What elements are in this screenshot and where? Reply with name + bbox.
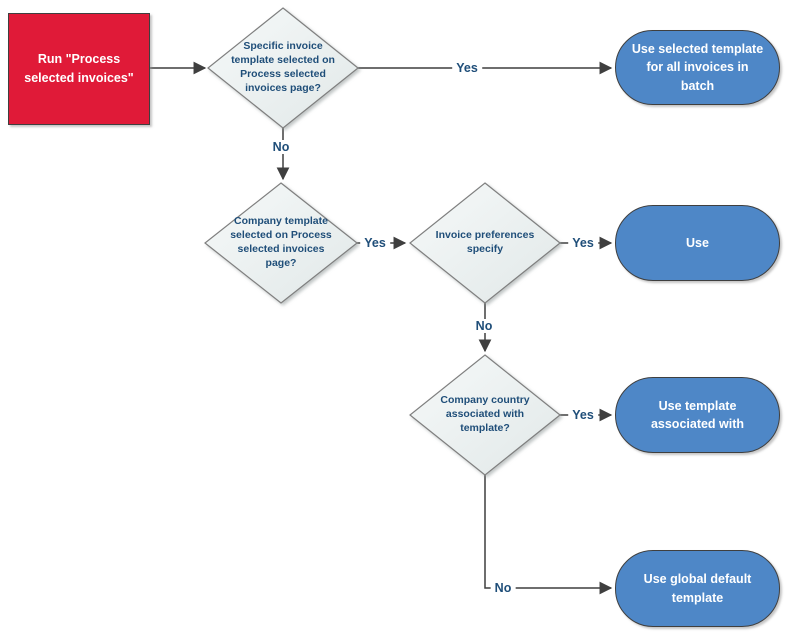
decision-company-template-shape xyxy=(204,182,358,304)
terminator-use-label: Use xyxy=(686,235,709,250)
decision-specific-template-shape xyxy=(207,7,359,129)
edge-label-decision1-no: No xyxy=(268,140,294,154)
edge-label-decision1-yes: Yes xyxy=(452,61,482,75)
edge-label-decision4-no: No xyxy=(490,581,516,595)
start-node-label: Run "Process selected invoices" xyxy=(24,52,134,85)
terminator-global-default-label: Use global default template xyxy=(643,572,752,605)
connector-decision4-no xyxy=(484,475,613,595)
edge-label-decision2-yes: Yes xyxy=(360,236,390,250)
edge-label-decision3-yes: Yes xyxy=(568,236,598,250)
terminator-template-associated-label: Use template associated with xyxy=(650,398,745,431)
start-node: Run "Process selected invoices" xyxy=(8,13,150,125)
terminator-template-associated: Use template associated with xyxy=(615,377,780,453)
terminator-selected-template-label: Use selected template for all invoices i… xyxy=(631,42,764,93)
decision-specific-template-label: Specific invoice template selected on Pr… xyxy=(231,40,335,94)
terminator-global-default: Use global default template xyxy=(615,550,780,627)
decision-company-country-label: Company country associated with template… xyxy=(440,394,530,434)
decision-company-template-label: Company template selected on Process sel… xyxy=(230,215,332,269)
terminator-use: Use xyxy=(615,205,780,281)
edge-label-decision3-no: No xyxy=(471,319,497,333)
edge-label-decision4-yes: Yes xyxy=(568,408,598,422)
decision-invoice-preferences-shape xyxy=(409,182,561,304)
decision-company-country-shape xyxy=(409,354,561,476)
terminator-selected-template: Use selected template for all invoices i… xyxy=(615,30,780,105)
decision-invoice-preferences-label: Invoice preferences specify xyxy=(435,229,535,255)
